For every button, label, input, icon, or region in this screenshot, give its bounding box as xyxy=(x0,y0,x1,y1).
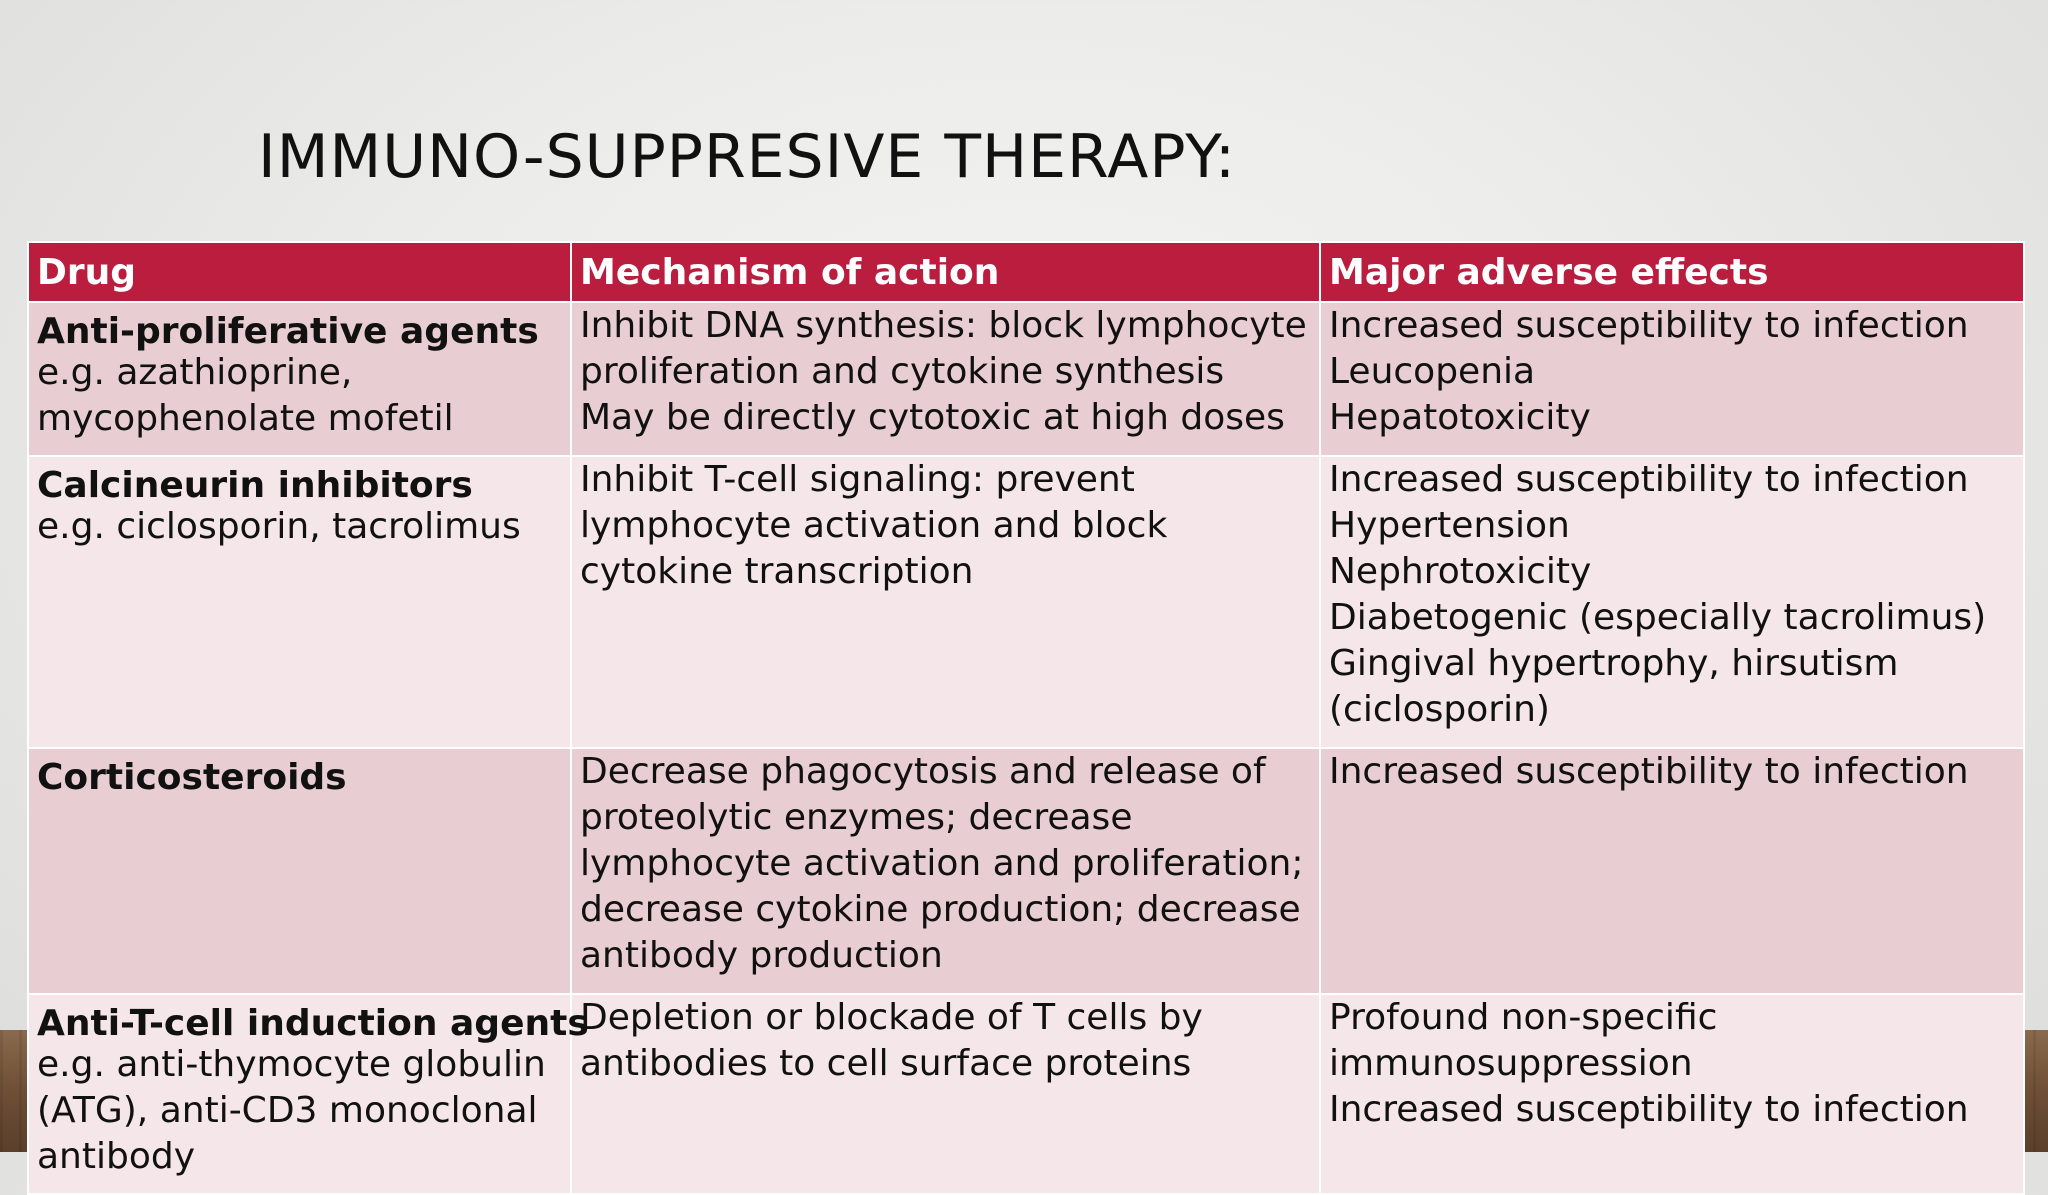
drug-cell: Corticosteroids xyxy=(27,747,572,995)
adverse-effects-cell: Increased susceptibility to infection Le… xyxy=(1319,301,2025,457)
mechanism-line: Inhibit T-cell signaling: prevent lympho… xyxy=(580,459,1168,592)
drug-example: e.g. azathioprine, mycophenolate mofetil xyxy=(37,352,454,439)
mechanism-line: Depletion or blockade of T cells by anti… xyxy=(580,997,1203,1084)
mechanism-cell: Depletion or blockade of T cells by anti… xyxy=(570,993,1321,1195)
mechanism-line: Decrease phagocytosis and release of pro… xyxy=(580,751,1304,976)
drug-example: e.g. anti-thymocyte globulin (ATG), anti… xyxy=(37,1044,546,1177)
drug-table: Drug Mechanism of action Major adverse e… xyxy=(27,241,2025,1195)
adverse-effect-item: Increased susceptibility to infection xyxy=(1329,751,1969,792)
drug-name: Calcineurin inhibitors xyxy=(37,465,473,506)
drug-table-container: Drug Mechanism of action Major adverse e… xyxy=(27,241,2025,1195)
adverse-effects-cell: Increased susceptibility to infection Hy… xyxy=(1319,455,2025,749)
adverse-effect-item: Increased susceptibility to infection xyxy=(1329,1089,1969,1130)
adverse-effects-cell: Increased susceptibility to infection xyxy=(1319,747,2025,995)
drug-name: Corticosteroids xyxy=(37,757,347,798)
adverse-effects-cell: Profound non-specific immunosuppression … xyxy=(1319,993,2025,1195)
adverse-effect-item: Profound non-specific immunosuppression xyxy=(1329,997,1718,1084)
adverse-effect-item: Increased susceptibility to infection xyxy=(1329,459,1969,500)
drug-example: e.g. ciclosporin, tacrolimus xyxy=(37,506,521,547)
mechanism-line: Inhibit DNA synthesis: block lymphocyte … xyxy=(580,305,1307,392)
drug-cell: Anti-T-cell induction agents e.g. anti-t… xyxy=(27,993,589,1195)
table-row: Anti-T-cell induction agents e.g. anti-t… xyxy=(27,993,2025,1195)
table-row: Corticosteroids Decrease phagocytosis an… xyxy=(27,747,2025,995)
header-drug: Drug xyxy=(27,241,572,303)
header-mechanism: Mechanism of action xyxy=(570,241,1321,303)
adverse-effect-item: Gingival hypertrophy, hirsutism (ciclosp… xyxy=(1329,643,1899,730)
adverse-effect-item: Leucopenia xyxy=(1329,351,1536,392)
adverse-effect-item: Diabetogenic (especially tacrolimus) xyxy=(1329,597,1987,638)
drug-name: Anti-proliferative agents xyxy=(37,311,539,352)
table-row: Anti-proliferative agents e.g. azathiopr… xyxy=(27,301,2025,457)
table-row: Calcineurin inhibitors e.g. ciclosporin,… xyxy=(27,455,2025,749)
drug-cell: Calcineurin inhibitors e.g. ciclosporin,… xyxy=(27,455,572,749)
slide-title: IMMUNO-SUPPRESIVE THERAPY: xyxy=(258,122,1237,192)
mechanism-cell: Inhibit T-cell signaling: prevent lympho… xyxy=(570,455,1321,749)
adverse-effect-item: Hepatotoxicity xyxy=(1329,397,1591,438)
mechanism-cell: Decrease phagocytosis and release of pro… xyxy=(570,747,1321,995)
drug-cell: Anti-proliferative agents e.g. azathiopr… xyxy=(27,301,572,457)
drug-name: Anti-T-cell induction agents xyxy=(37,1003,589,1044)
mechanism-line: May be directly cytotoxic at high doses xyxy=(580,397,1285,438)
mechanism-cell: Inhibit DNA synthesis: block lymphocyte … xyxy=(570,301,1321,457)
header-adverse-effects: Major adverse effects xyxy=(1319,241,2025,303)
adverse-effect-item: Hypertension xyxy=(1329,505,1570,546)
table-header-row: Drug Mechanism of action Major adverse e… xyxy=(27,241,2025,303)
adverse-effect-item: Nephrotoxicity xyxy=(1329,551,1592,592)
adverse-effect-item: Increased susceptibility to infection xyxy=(1329,305,1969,346)
